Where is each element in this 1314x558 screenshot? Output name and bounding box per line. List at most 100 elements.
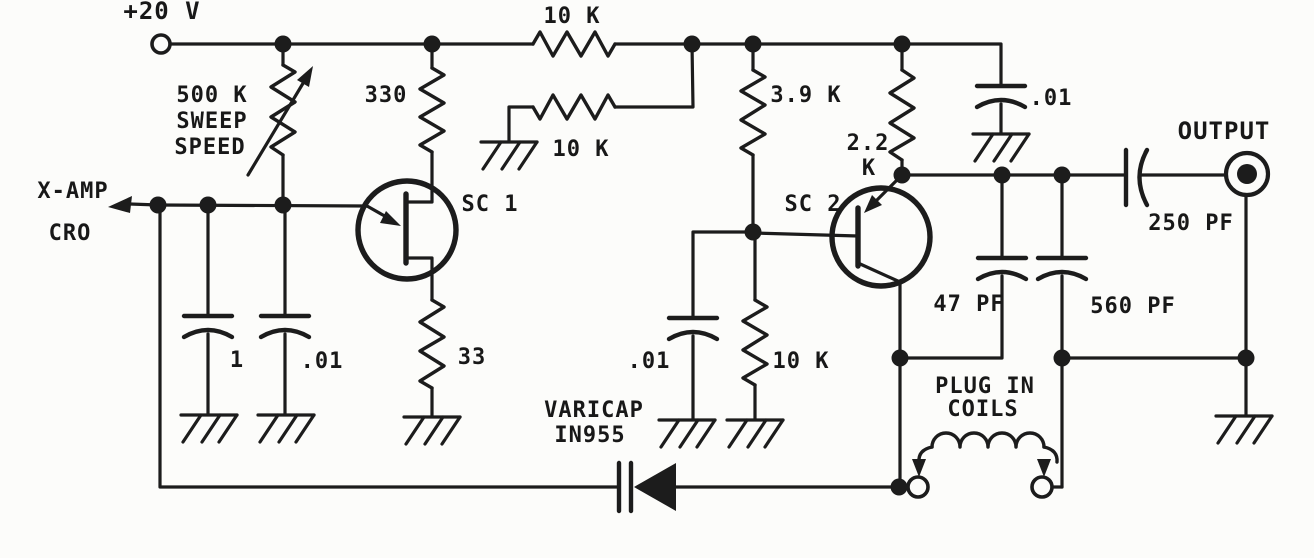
resistor-10k-bot-body [741, 298, 769, 387]
cro-connection: X-AMP CRO [37, 179, 160, 246]
resistor-39k-body [739, 68, 767, 157]
capacitor-250pf-label: 250 PF [1148, 211, 1233, 236]
transistor-sc1-top-lead [404, 150, 434, 204]
coil-arrowhead-left-icon [912, 459, 926, 477]
capacitor-47pf-label: 47 PF [933, 292, 1004, 317]
pot-name-line2: SPEED [174, 135, 245, 160]
resistor-10k-mid-body [531, 93, 617, 121]
cap-plate-curved [974, 97, 1028, 110]
capacitor-250pf: 250 PF [1123, 147, 1233, 236]
resistor-330-label: 330 [365, 83, 408, 108]
coil-arrowhead-right-icon [1037, 459, 1051, 477]
capacitor-47pf: 47 PF [898, 173, 1029, 360]
pot-wiper-arrow [246, 78, 307, 177]
cap-lead-bottom [898, 274, 1004, 360]
wire-left-rail [158, 203, 621, 489]
capacitor-560pf: 560 PF [1035, 173, 1175, 489]
output-terminal: OUTPUT [1178, 117, 1271, 198]
cro-label-line1: X-AMP [37, 179, 108, 204]
cap-plate-curved [1137, 147, 1150, 208]
cap-plate-curved [1035, 269, 1089, 282]
wire-base-rail-sc1 [156, 203, 369, 208]
supply-terminal-circle [150, 33, 172, 55]
cap-plate-curved [666, 329, 720, 342]
supply-label: +20 V [123, 0, 200, 25]
ground-topright-icon [971, 132, 1031, 163]
transistor-sc1-label: SC 1 [462, 192, 519, 217]
varicap-diode: VARICAP IN955 [544, 398, 676, 514]
capacitor-01-left-label: .01 [301, 349, 344, 374]
resistor-10k-mid-wire [613, 42, 695, 109]
transistor-sc1-circle [355, 178, 459, 282]
output-label: OUTPUT [1178, 117, 1271, 145]
ground-c01-left-icon [256, 413, 316, 444]
ground-output-icon [1214, 414, 1274, 445]
cap-plate-curved [258, 327, 312, 340]
transistor-sc2: SC 2 [785, 173, 933, 489]
resistor-330: 330 [365, 42, 446, 154]
varicap-label-line1: VARICAP [544, 398, 644, 423]
resistor-22k-label-line1: 2.2 [847, 131, 890, 156]
pot-name-line1: SWEEP [176, 109, 247, 134]
pot-value-label: 500 K [176, 83, 247, 108]
resistor-10k-mid: 10 K [507, 42, 695, 162]
cro-arrowhead-icon [108, 196, 132, 213]
cap-plate-curved [975, 269, 1029, 282]
pot-body [269, 63, 297, 157]
sweep-speed-pot: 500 K SWEEP SPEED [174, 42, 313, 207]
capacitor-1-label: 1 [230, 348, 244, 373]
transistor-sc2-circle [829, 185, 933, 289]
resistor-10k-top: 10 K [531, 4, 617, 58]
ground-r10k-bot-icon [725, 418, 785, 449]
coil-label-line2: COILS [947, 397, 1018, 422]
transistor-sc1-bottom-lead [404, 256, 434, 302]
ground-r33-icon [402, 415, 462, 446]
coil-socket-right [1030, 475, 1054, 499]
resistor-22k: 2.2 K [847, 42, 916, 181]
resistor-330-body [418, 66, 446, 154]
ground-c01-mid-icon [657, 418, 717, 449]
ground-c1-icon [179, 413, 239, 444]
capacitor-560pf-label: 560 PF [1090, 294, 1175, 319]
resistor-10k-top-body [531, 30, 617, 58]
resistor-22k-label-line2: K [862, 156, 876, 181]
wire-top-rail-right [613, 42, 1003, 86]
capacitor-01-topright: .01 [974, 83, 1073, 135]
wire-c01-mid-branch [691, 230, 755, 319]
capacitor-1: 1 [181, 203, 244, 416]
transistor-sc2-arrowhead-icon [864, 195, 882, 213]
cro-label-line2: CRO [49, 221, 92, 246]
resistor-10k-top-label: 10 K [544, 4, 601, 29]
varicap-triangle-icon [634, 463, 676, 511]
capacitor-01-topright-label: .01 [1030, 86, 1073, 111]
ground-sc1-icon [479, 140, 539, 171]
resistor-33: 33 [418, 298, 487, 418]
pot-wiper-arrowhead-icon [297, 66, 313, 87]
resistor-22k-body [888, 68, 916, 162]
resistor-10k-bot: 10 K [741, 230, 830, 421]
capacitor-01-left: .01 [258, 203, 344, 416]
coil-label-line1: PLUG IN [935, 374, 1035, 399]
junction-dots [149, 35, 1255, 496]
wire-sc2-base [751, 231, 860, 238]
capacitor-01-mid-label: .01 [628, 349, 671, 374]
coil-body [930, 431, 1046, 449]
resistor-39k-label: 3.9 K [770, 83, 841, 108]
coil-hook-right [1042, 445, 1059, 464]
varicap-label-line2: IN955 [554, 423, 625, 448]
resistor-10k-mid-lead [507, 105, 535, 143]
plug-in-coil: PLUG IN COILS [906, 374, 1064, 499]
transistor-sc1: SC 1 [355, 150, 519, 302]
resistor-39k: 3.9 K [739, 42, 841, 234]
resistor-10k-bot-label: 10 K [773, 349, 830, 374]
resistor-33-label: 33 [458, 345, 487, 370]
cap-plate-curved [181, 327, 235, 340]
transistor-sc2-label: SC 2 [785, 192, 842, 217]
transistor-sc2-collector-lead [856, 261, 902, 489]
coil-socket-left [906, 475, 930, 499]
capacitor-01-mid: .01 [628, 315, 720, 421]
supply-terminal: +20 V [123, 0, 200, 55]
output-terminal-inner [1237, 164, 1257, 184]
